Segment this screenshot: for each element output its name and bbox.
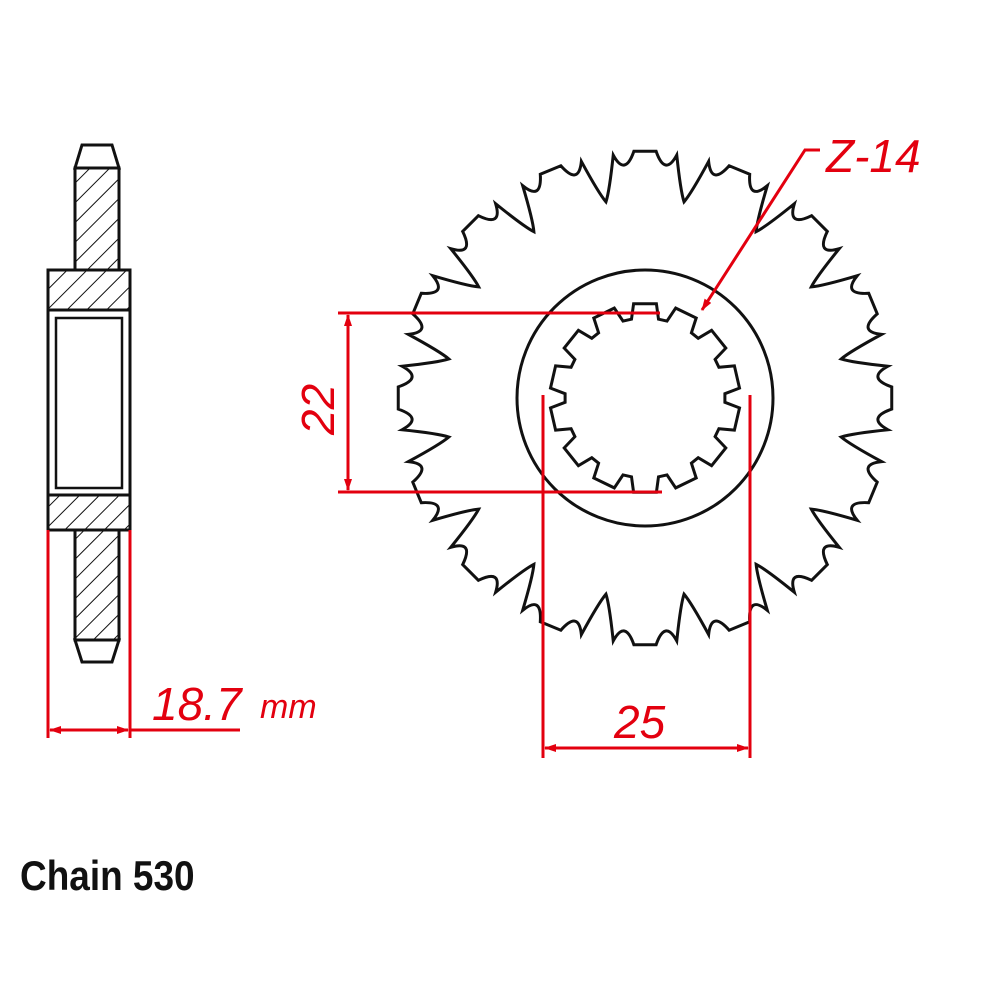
side-hub-section-top — [46, 268, 132, 312]
front-view — [396, 149, 894, 647]
dim-22-label: 22 — [292, 384, 344, 436]
spline-bore — [548, 302, 742, 494]
side-hub-section-bottom — [46, 493, 132, 532]
dimensions — [46, 148, 820, 758]
side-tooth-section-bottom — [73, 528, 121, 642]
side-tooth-section-top — [73, 166, 121, 272]
z14-leader — [700, 148, 820, 311]
dim-thickness-unit: mm — [260, 688, 317, 726]
side-bore — [46, 308, 132, 497]
z14-label: Z-14 — [825, 130, 921, 182]
side-view — [46, 143, 132, 664]
side-tooth-bottom — [72, 638, 122, 664]
dim-25-label: 25 — [613, 696, 666, 748]
chain-label: Chain 530 — [20, 852, 195, 899]
dim-thickness-label: 18.7 — [152, 678, 243, 730]
sprocket-outline — [396, 149, 894, 647]
hub-circle — [515, 268, 775, 528]
side-tooth-top — [72, 143, 122, 170]
